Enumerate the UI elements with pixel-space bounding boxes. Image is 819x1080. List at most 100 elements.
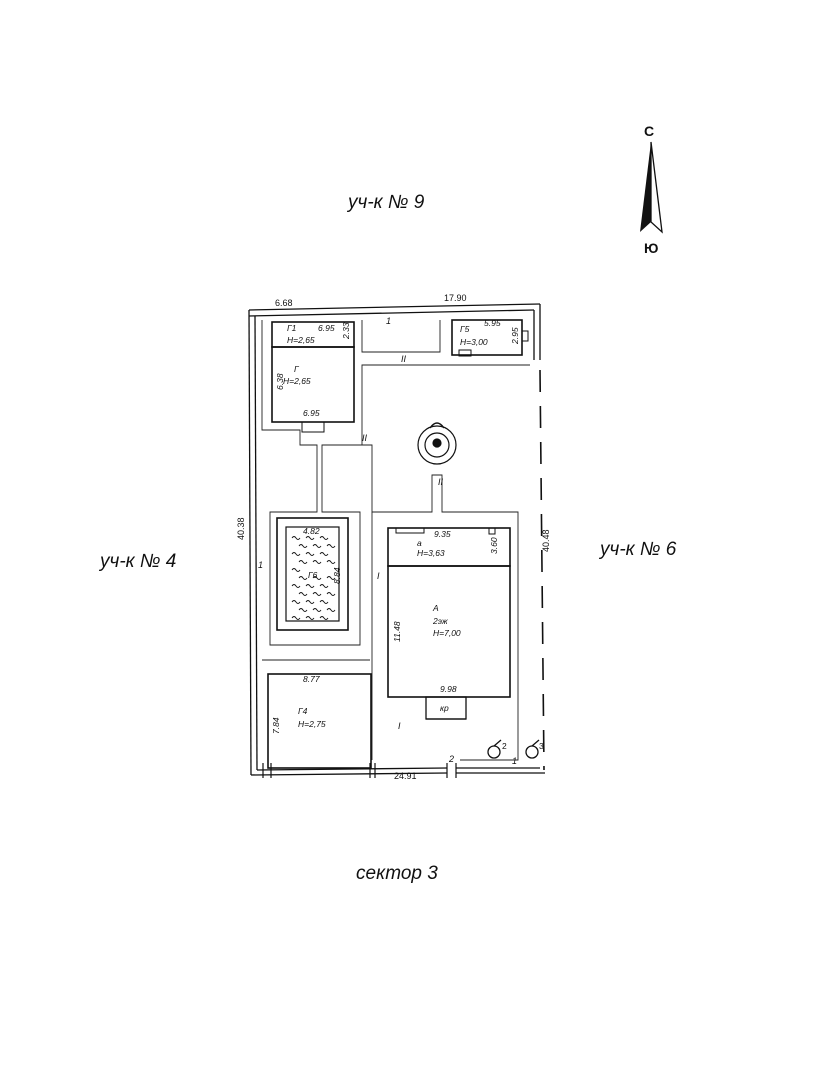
paving-marker-2b: II	[362, 433, 368, 443]
wave-mark	[326, 560, 336, 564]
building-a-ext-window	[395, 527, 425, 534]
g4-dim-h: 7.84	[271, 717, 281, 734]
building-a-labels: А 2эж Н=7,00 11.48 9.98 кр	[392, 603, 461, 713]
neighbor-west-label: уч-к № 4	[100, 551, 177, 572]
wave-mark	[291, 568, 301, 572]
a-ext-height: Н=3,63	[417, 548, 445, 558]
building-a-ext-vent	[488, 527, 496, 535]
plot-boundary	[248, 303, 545, 776]
a-dim-h: 11.48	[392, 621, 402, 642]
g1-name: Г1	[287, 323, 297, 333]
building-g4-labels: 8.77 Г4 Н=2,75 7.84	[271, 674, 326, 734]
zone-markers: 1 1 1 2 I I II II II 2 3	[258, 316, 544, 766]
a-height: Н=7,00	[433, 628, 461, 638]
fence-marker-left: 1	[258, 560, 263, 570]
wave-mark	[291, 616, 301, 620]
wave-mark	[298, 592, 308, 596]
wave-mark	[305, 616, 315, 620]
g5-name: Г5	[460, 324, 470, 334]
pool-g6-inner	[285, 526, 340, 622]
g1-height: Н=2,65	[287, 335, 315, 345]
fence-marker-top: 1	[386, 316, 391, 326]
building-g1-labels: Г1 6.95 Н=2,65 2.33	[287, 322, 351, 345]
g6-dim-w: 4.82	[303, 526, 320, 536]
wave-mark	[326, 608, 336, 612]
wave-mark	[312, 608, 322, 612]
building-g-labels: Г Н=2,65 6.38 6.95	[275, 364, 320, 418]
wave-mark	[305, 536, 315, 540]
wave-mark	[326, 544, 336, 548]
well-3-label: 3	[539, 741, 544, 751]
a-ext-dim-w: 9.35	[434, 529, 451, 539]
paved-area-outlines	[261, 320, 530, 761]
wave-mark	[326, 592, 336, 596]
wave-mark	[319, 552, 329, 556]
building-g4	[267, 673, 372, 769]
dim-top-left: 6.68	[275, 298, 293, 308]
a-floors: 2эж	[432, 616, 449, 626]
g6-name: Г6	[308, 570, 318, 580]
building-g-step	[301, 421, 325, 433]
wave-mark	[319, 600, 329, 604]
north-arrow-icon	[640, 141, 663, 234]
well-icon	[487, 739, 540, 759]
wave-mark	[298, 608, 308, 612]
wave-mark	[298, 544, 308, 548]
wave-mark	[298, 560, 308, 564]
a-name: А	[432, 603, 439, 613]
wave-mark	[298, 576, 308, 580]
g5-height: Н=3,00	[460, 337, 488, 347]
g-name: Г	[294, 364, 300, 374]
dim-left: 40.38	[236, 517, 246, 540]
wave-mark	[312, 544, 322, 548]
a-ext-dim-h: 3.60	[489, 537, 499, 554]
g-height: Н=2,65	[283, 376, 311, 386]
wave-mark	[319, 536, 329, 540]
paving-marker-1b: I	[398, 721, 401, 731]
wave-mark	[305, 552, 315, 556]
g4-dim-w: 8.77	[303, 674, 320, 684]
neighbor-east-label: уч-к № 6	[600, 539, 677, 560]
paving-marker-1: I	[377, 571, 380, 581]
paving-marker-2c: II	[438, 477, 444, 487]
neighbor-south-label: сектор 3	[356, 863, 438, 884]
g6-dim-h: 8.84	[332, 567, 342, 584]
porch-label: кр	[440, 703, 449, 713]
compass-south-letter: Ю	[644, 240, 659, 256]
g1-dim-w: 6.95	[318, 323, 335, 333]
a-ext-name: а	[417, 538, 422, 548]
water-waves-icon	[291, 536, 336, 620]
g-dim-w: 6.95	[303, 408, 320, 418]
wave-mark	[291, 584, 301, 588]
wave-mark	[326, 576, 336, 580]
wave-mark	[312, 576, 322, 580]
g4-height: Н=2,75	[298, 719, 326, 729]
building-g5-labels: Г5 5.95 Н=3,00 2.95	[460, 318, 520, 347]
dim-bottom: 24.91	[394, 771, 417, 781]
plot-boundary-dashed	[539, 369, 545, 771]
fence-marker-right: 1	[512, 756, 517, 766]
gate-marks	[262, 763, 457, 778]
wave-mark	[305, 600, 315, 604]
wave-mark	[319, 616, 329, 620]
wave-mark	[291, 536, 301, 540]
wave-mark	[312, 560, 322, 564]
dim-right: 40.48	[541, 529, 551, 552]
fountain-icon	[417, 422, 457, 465]
pool-g6-labels: 4.82 Г6 8.84	[303, 526, 342, 584]
g5-dim-w: 5.95	[484, 318, 501, 328]
paving-marker-2a: II	[401, 354, 407, 364]
plot-dimensions: 6.68 17.90 40.38 40.48 24.91	[236, 293, 551, 781]
neighbor-north-label: уч-к № 9	[348, 192, 425, 213]
wave-mark	[291, 600, 301, 604]
g5-dim-h: 2.95	[510, 327, 520, 345]
pool-g6	[276, 517, 349, 631]
building-g5-side	[521, 330, 529, 342]
wave-mark	[312, 592, 322, 596]
g-dim-h: 6.38	[275, 373, 285, 390]
well-2-label: 2	[502, 741, 507, 751]
wave-mark	[291, 552, 301, 556]
g1-dim-h: 2.33	[341, 322, 351, 340]
